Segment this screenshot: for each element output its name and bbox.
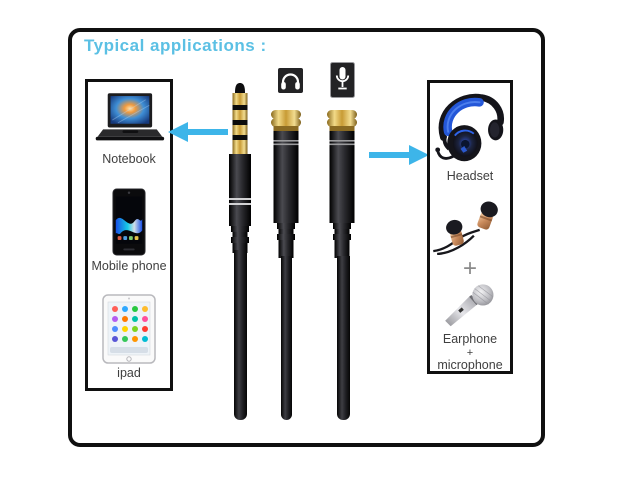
earphone-mic-label: Earphone + microphone — [437, 332, 503, 373]
ipad-item: ipad — [102, 294, 156, 380]
laptop-icon — [95, 93, 165, 141]
earphone-mic-item: + Earphone — [431, 197, 509, 373]
headset-item: Headset — [432, 89, 508, 183]
microphone-icon — [330, 62, 355, 98]
handheld-microphone-icon — [445, 284, 494, 327]
headphone-jack-cable — [281, 256, 292, 420]
left-arrow-icon — [168, 122, 228, 142]
tablet-icon — [102, 294, 156, 364]
plus-sign: + — [462, 255, 477, 283]
headphone-icon — [278, 68, 303, 93]
earphones-icon — [433, 201, 498, 256]
male-plug-illustration — [229, 83, 251, 253]
earphone-mic-label-line2: + — [466, 346, 474, 359]
notebook-item: Notebook — [92, 92, 166, 166]
page-title: Typical applications : — [84, 36, 267, 55]
right-arrow-icon — [369, 145, 429, 165]
gaming-headset-icon — [435, 93, 504, 162]
notebook-label: Notebook — [102, 152, 156, 166]
output-devices-box: Headset — [427, 80, 513, 374]
microphone-jack-cable — [337, 256, 350, 420]
female-jack-microphone — [327, 110, 357, 258]
headset-label: Headset — [446, 169, 494, 183]
mobile-phone-item: Mobile phone — [91, 187, 167, 273]
source-devices-box: Notebook — [85, 79, 173, 391]
earphone-mic-label-line3: microphone — [437, 357, 503, 372]
male-plug-cable — [234, 250, 247, 420]
smartphone-icon — [112, 188, 146, 256]
female-jack-headphone — [271, 110, 301, 258]
mobile-phone-label: Mobile phone — [91, 258, 167, 273]
ipad-label: ipad — [117, 365, 141, 380]
earphone-mic-label-line1: Earphone — [442, 332, 498, 347]
